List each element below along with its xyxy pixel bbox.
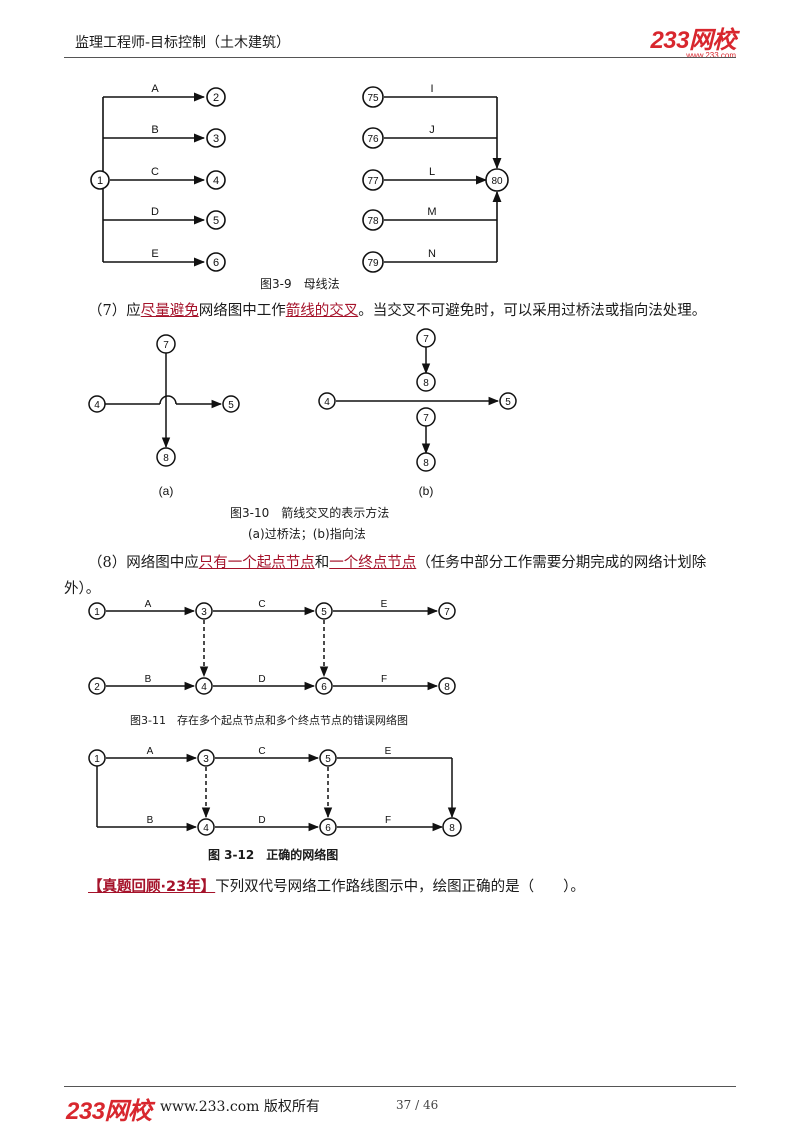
arrow-label: E: [151, 248, 158, 260]
node: 7: [423, 334, 429, 345]
arrow-label: E: [385, 746, 392, 757]
footer-logo: 233网校: [66, 1098, 152, 1125]
paragraph-8-continued: 外）。: [64, 581, 101, 597]
node: 5: [321, 607, 327, 618]
figure-caption: 图 3-12 正确的网络图: [208, 848, 339, 862]
header-logo-url: www.233.com: [686, 51, 736, 60]
node: 3: [201, 607, 207, 618]
arrow-label: E: [381, 599, 388, 610]
node: 2: [213, 92, 219, 104]
figure-3-9: 1 2 3 4 5 6 A B C D E 75 76 77 78 79 80 …: [90, 83, 509, 273]
node: 6: [321, 682, 327, 693]
text: 和: [314, 555, 330, 571]
node: 2: [94, 682, 100, 693]
node: 79: [367, 258, 379, 269]
node: 1: [94, 754, 100, 765]
arrow-label: B: [145, 674, 152, 685]
node: 8: [163, 453, 169, 464]
arrow-label: D: [258, 815, 265, 826]
node: 77: [367, 176, 379, 187]
arrow-label: N: [428, 248, 436, 260]
arrow-label: A: [145, 599, 152, 610]
figure-3-12: 1 3 5 4 6 8 A C E B D F: [88, 746, 462, 837]
question-text: 下列双代号网络工作路线图示中，绘图正确的是（ ）。: [215, 879, 585, 895]
text: （7）应: [88, 303, 141, 319]
arrow-label: C: [258, 746, 265, 757]
question: 【真题回顾·23年】下列双代号网络工作路线图示中，绘图正确的是（ ）。: [88, 874, 734, 900]
page-number: 37 / 46: [396, 1098, 439, 1112]
footer-copyright: www.233.com 版权所有: [160, 1099, 320, 1115]
node: 4: [201, 682, 207, 693]
arrow-label: D: [151, 206, 159, 218]
node: 7: [444, 607, 450, 618]
text: （8）网络图中应: [88, 555, 199, 571]
node: 7: [163, 340, 169, 351]
node: 8: [423, 378, 429, 389]
highlight-text: 一个终点节点: [329, 555, 417, 571]
node: 4: [324, 397, 330, 408]
arrow-label: C: [151, 166, 159, 178]
text: （任务中部分工作需要分期完成的网络计划除: [416, 555, 707, 571]
node: 6: [213, 257, 219, 269]
header-logo-text: 233网校: [650, 27, 736, 54]
node: 6: [325, 823, 331, 834]
node: 4: [203, 823, 209, 834]
node: 4: [94, 400, 100, 411]
figure-subcaption: (a)过桥法；(b)指向法: [248, 527, 366, 541]
node: 75: [367, 93, 379, 104]
node: 78: [367, 216, 379, 227]
footer-rule: [64, 1086, 736, 1087]
node: 1: [97, 175, 103, 187]
arrow-label: I: [430, 83, 433, 95]
header-logo: 233网校 www.233.com: [650, 20, 736, 60]
arrow-label: A: [151, 83, 159, 95]
arrow-label: J: [429, 124, 435, 136]
node: 3: [213, 133, 219, 145]
subfigure-label: (a): [159, 484, 174, 498]
node: 4: [213, 175, 219, 187]
arrow-label: D: [258, 674, 265, 685]
arrow-label: B: [151, 124, 158, 136]
highlight-text: 只有一个起点节点: [198, 555, 315, 571]
subfigure-label: (b): [419, 484, 434, 498]
node: 5: [213, 215, 219, 227]
node: 1: [94, 607, 100, 618]
arrow-label: F: [385, 815, 391, 826]
node: 5: [505, 397, 511, 408]
node: 8: [444, 682, 450, 693]
header-rule: [64, 57, 736, 58]
node: 7: [423, 413, 429, 424]
arrow-label: F: [381, 674, 387, 685]
node: 8: [449, 823, 455, 834]
figure-caption: 图3-11 存在多个起点节点和多个终点节点的错误网络图: [130, 714, 408, 727]
figure-3-11: 1 3 5 7 2 4 6 8 A C E B D F: [88, 599, 456, 695]
arrow-label: M: [427, 206, 436, 218]
node: 8: [423, 458, 429, 469]
document-header-title: 监理工程师-目标控制（土木建筑）: [75, 35, 291, 51]
paragraph-7: （7）应尽量避免网络图中工作箭线的交叉。当交叉不可避免时，可以采用过桥法或指向法…: [88, 298, 734, 324]
arrow-label: A: [147, 746, 154, 757]
arrow-label: C: [258, 599, 265, 610]
arrow-label: L: [429, 166, 435, 178]
highlight-text: 箭线的交叉: [285, 303, 359, 319]
figure-caption: 图3-9 母线法: [260, 277, 340, 291]
node: 5: [228, 400, 234, 411]
figure-caption: 图3-10 箭线交叉的表示方法: [230, 506, 390, 520]
node: 76: [367, 134, 379, 145]
arrow-label: B: [147, 815, 154, 826]
text: 。当交叉不可避免时，可以采用过桥法或指向法处理。: [358, 303, 707, 319]
node: 3: [203, 754, 209, 765]
text: 网络图中工作: [198, 303, 286, 319]
highlight-text: 尽量避免: [140, 303, 199, 319]
question-tag: 【真题回顾·23年】: [88, 879, 216, 895]
node: 80: [491, 176, 503, 187]
figure-3-10: 7 4 5 8 7 8 4 5 7 8 (a) (b): [88, 328, 517, 498]
paragraph-8: （8）网络图中应只有一个起点节点和一个终点节点（任务中部分工作需要分期完成的网络…: [88, 550, 734, 576]
node: 5: [325, 754, 331, 765]
